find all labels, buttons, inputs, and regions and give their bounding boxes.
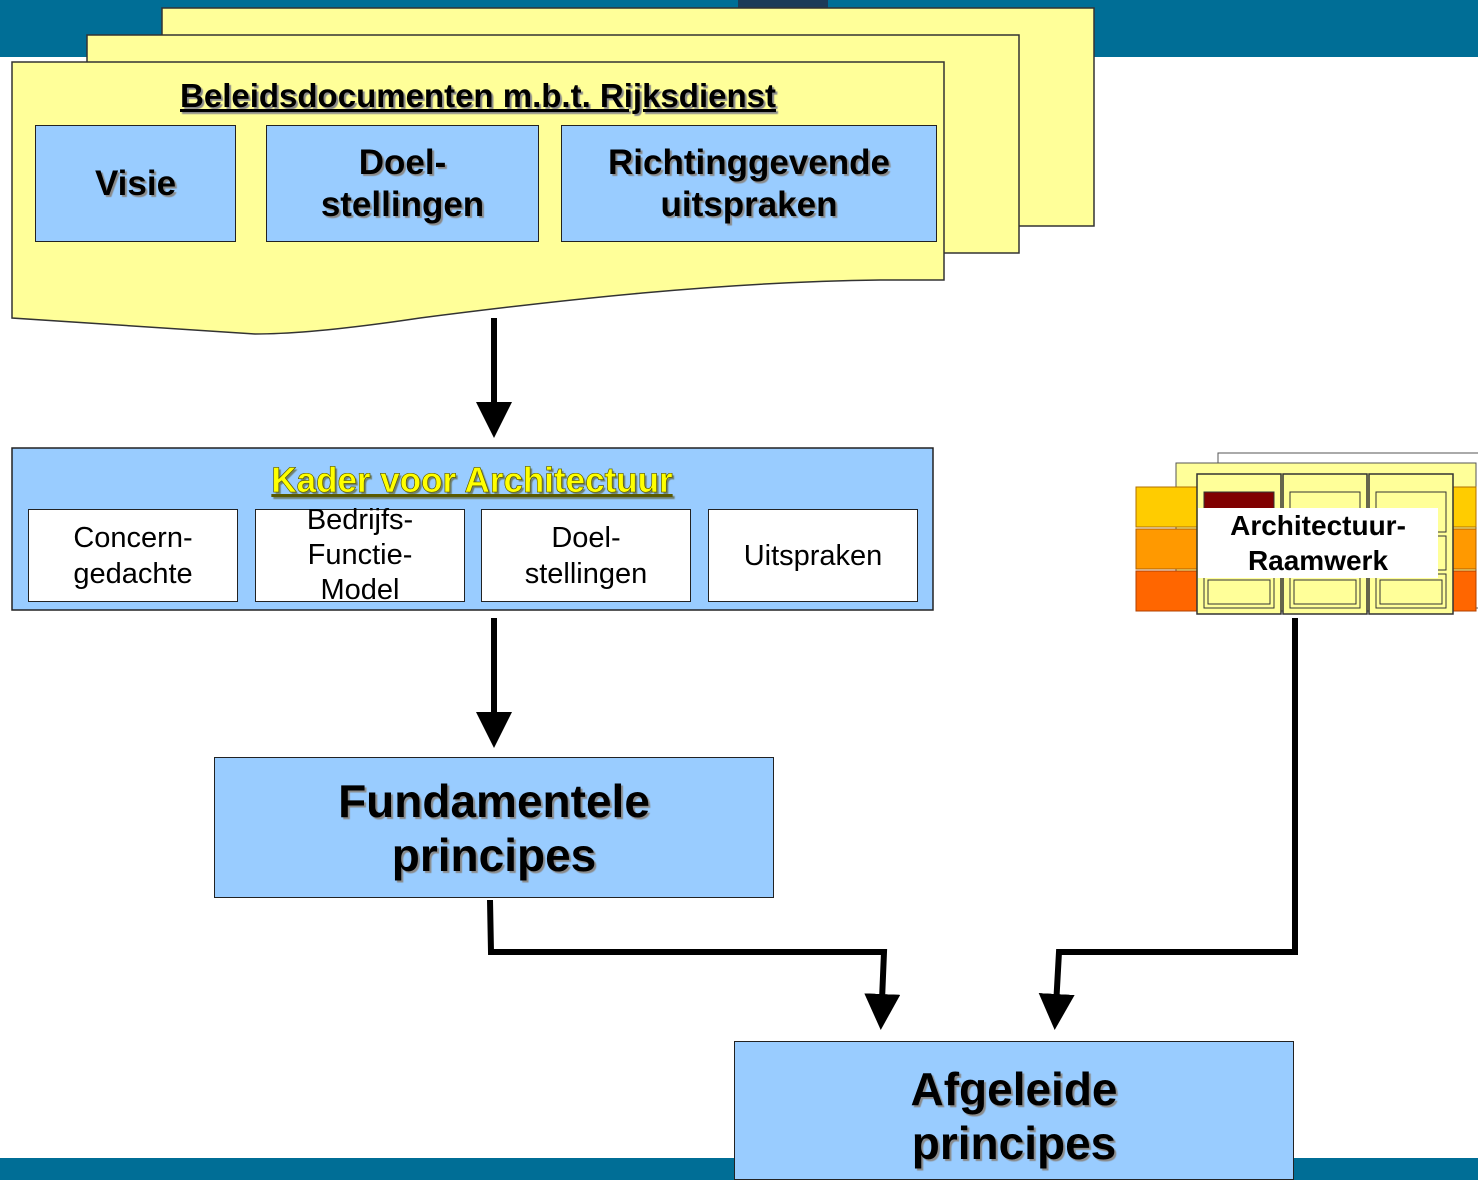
raamwerk-label-box: Architectuur- Raamwerk (1198, 508, 1438, 578)
doelstellingen-label: Doel- stellingen (320, 142, 485, 224)
kader-title: Kader voor Architectuur (271, 461, 673, 501)
uitspraken-box: Uitspraken (708, 509, 918, 602)
arrow-raamwerk-to-afgeleide (1038, 618, 1298, 1030)
bedrijfsfunctiemodel-box: Bedrijfs- Functie- Model (255, 504, 465, 606)
richtinggevende-uitspraken-box: Richtinggevende uitspraken (561, 125, 937, 242)
policy-title: Beleidsdocumenten m.b.t. Rijksdienst (180, 77, 776, 114)
concerngedachte-label: Concern- gedachte (73, 521, 193, 590)
top-band-tab (738, 0, 828, 8)
raamwerk-label: Architectuur- Raamwerk (1230, 510, 1406, 576)
concerngedachte-box: Concern- gedachte (28, 509, 238, 602)
kader-doelstellingen-box: Doel- stellingen (481, 509, 691, 602)
fundamentele-principes-box: Fundamentele principes (214, 757, 774, 898)
richtinggevende-uitspraken-label: Richtinggevende uitspraken (608, 142, 890, 224)
doelstellingen-box: Doel- stellingen (266, 125, 539, 242)
uitspraken-label: Uitspraken (743, 539, 883, 572)
arrow-fundamentele-to-afgeleide (487, 899, 901, 1030)
afgeleide-principes-box: Afgeleide principes (734, 1041, 1294, 1180)
afgeleide-principes-label: Afgeleide principes (910, 1063, 1118, 1169)
visie-label: Visie (94, 163, 177, 203)
bedrijfsfunctiemodel-label: Bedrijfs- Functie- Model (306, 504, 414, 606)
kader-doelstellingen-label: Doel- stellingen (524, 521, 648, 590)
fundamentele-principes-label: Fundamentele principes (338, 774, 650, 881)
visie-box: Visie (35, 125, 236, 242)
